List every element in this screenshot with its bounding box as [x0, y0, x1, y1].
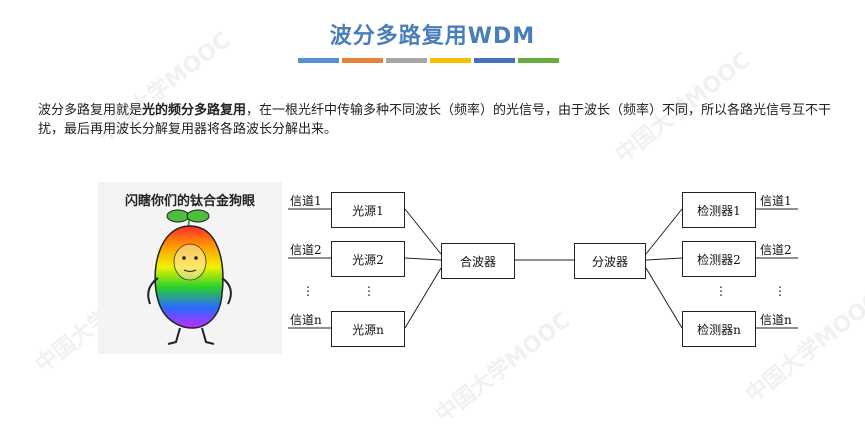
meme-image: 闪瞎你们的钛合金狗眼 [98, 182, 282, 354]
demultiplexer-box: 分波器 [574, 243, 646, 279]
detector-box: 检测器1 [682, 192, 756, 228]
definition-paragraph: 波分多路复用就是光的频分多路复用，在一根光纤中传输多种不同波长（频率）的光信号，… [38, 101, 838, 139]
paragraph-bold: 光的频分多路复用 [142, 103, 247, 118]
light-source-box: 光源1 [331, 192, 405, 228]
detector-box: 检测器n [682, 311, 756, 347]
left-ellipsis: ⋮ [302, 284, 314, 298]
left-channel-label: 信道1 [290, 194, 322, 208]
color-segment [430, 58, 471, 63]
slide-title: 波分多路复用WDM [329, 24, 536, 49]
color-segment [386, 58, 427, 63]
title-color-bar [298, 58, 559, 63]
diagram-lines [288, 208, 798, 329]
meme-caption: 闪瞎你们的钛合金狗眼 [124, 194, 255, 209]
sources-ellipsis: ⋮ [363, 284, 375, 298]
color-segment [474, 58, 515, 63]
wdm-diagram: 信道1 信道2 ⋮ 信道n 光源1 光源2 ⋮ 光源n 合波器 分波器 检测器1… [286, 184, 801, 354]
color-segment [518, 58, 559, 63]
right-channel-label: 信道n [760, 313, 792, 327]
detectors-ellipsis: ⋮ [715, 284, 727, 298]
detector-box: 检测器2 [682, 241, 756, 277]
right-channel-label: 信道2 [760, 243, 792, 257]
color-segment [298, 58, 339, 63]
light-source-box: 光源n [331, 311, 405, 347]
left-channel-label: 信道2 [290, 243, 322, 257]
rainbow-bean-illustration [147, 209, 232, 345]
light-source-box: 光源2 [331, 241, 405, 277]
paragraph-rest: ，在一根光纤中传输多种不同波长（频率）的光信号，由于波长（频率）不同，所以各路光… [38, 103, 832, 137]
right-channel-label: 信道1 [760, 194, 792, 208]
multiplexer-box: 合波器 [441, 243, 515, 279]
paragraph-lead: 波分多路复用就是 [38, 103, 143, 118]
left-channel-label: 信道n [290, 313, 322, 327]
right-ellipsis: ⋮ [774, 284, 786, 298]
color-segment [342, 58, 383, 63]
